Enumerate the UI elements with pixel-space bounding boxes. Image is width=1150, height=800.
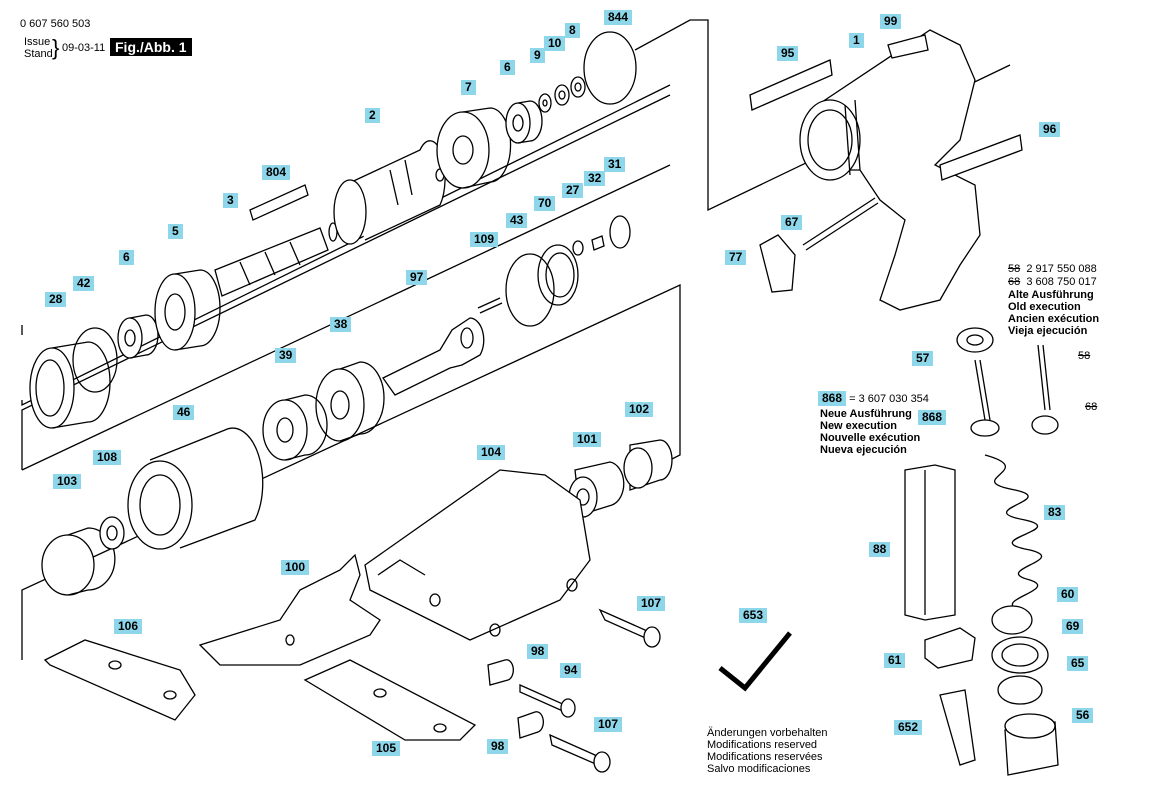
part-tag-6b: 6 — [119, 250, 134, 265]
part-tag-7: 7 — [461, 80, 476, 95]
part-tag-6: 6 — [500, 60, 515, 75]
part-tag-844: 844 — [604, 10, 633, 25]
part-tag-868-callout: 868 — [918, 410, 947, 425]
figure-label: Fig./Abb. 1 — [110, 38, 192, 56]
part-tag-106: 106 — [114, 619, 143, 634]
part-tag-83: 83 — [1044, 505, 1066, 520]
old-exec-ref-68: 68 3 608 750 017 — [1008, 276, 1097, 288]
part-tag-97: 97 — [406, 270, 428, 285]
part-tag-5: 5 — [168, 224, 183, 239]
footer-fr: Modifications reservées — [707, 751, 823, 763]
old-exec-es: Vieja ejecución — [1008, 325, 1088, 337]
part-tag-108: 108 — [93, 450, 122, 465]
part-tag-95: 95 — [777, 46, 799, 61]
part-tag-98a: 98 — [527, 644, 549, 659]
rotor-assembly-art — [29, 31, 637, 429]
part-tag-46: 46 — [173, 405, 195, 420]
part-tag-804: 804 — [262, 165, 291, 180]
issue-label: Issue — [24, 36, 51, 48]
part-tag-31: 31 — [604, 157, 626, 172]
part-tag-653: 653 — [739, 608, 768, 623]
part-tag-61: 61 — [884, 653, 906, 668]
part-tag-105: 105 — [372, 741, 401, 756]
part-tag-56: 56 — [1072, 708, 1094, 723]
footer-de: Änderungen vorbehalten — [707, 727, 828, 739]
part-tag-103: 103 — [53, 474, 82, 489]
part-tag-67: 67 — [781, 215, 803, 230]
part-tag-70: 70 — [534, 196, 556, 211]
screws-art — [487, 608, 661, 773]
issue-date: 09-03-11 — [62, 42, 106, 54]
old-exec-ref-58: 58 2 917 550 088 — [1008, 263, 1097, 275]
part-tag-9: 9 — [530, 48, 545, 63]
part-ref-68: 68 — [1085, 401, 1098, 413]
part-tag-101: 101 — [573, 432, 602, 447]
part-tag-1: 1 — [849, 33, 864, 48]
new-exec-de: Neue Ausführung — [820, 408, 912, 420]
part-tag-27: 27 — [562, 183, 584, 198]
part-tag-39: 39 — [275, 348, 297, 363]
part-tag-98b: 98 — [487, 739, 509, 754]
part-tag-107a: 107 — [637, 596, 666, 611]
old-exec-en: Old execution — [1008, 301, 1081, 313]
part-tag-42: 42 — [73, 276, 95, 291]
part-tag-38: 38 — [330, 317, 352, 332]
head-housing-art — [364, 469, 591, 641]
part-ref-58: 58 — [1078, 350, 1091, 362]
part-tag-102: 102 — [625, 402, 654, 417]
part-tag-94: 94 — [560, 663, 582, 678]
footer-en: Modifications reserved — [707, 739, 818, 751]
new-exec-line: 868 = 3 607 030 354 — [818, 391, 929, 406]
part-tag-32: 32 — [584, 171, 606, 186]
part-tag-43: 43 — [506, 213, 528, 228]
part-tag-57: 57 — [912, 351, 934, 366]
part-tag-2: 2 — [365, 108, 380, 123]
part-tag-28: 28 — [45, 292, 67, 307]
valve-parts-art — [904, 327, 1059, 776]
part-tag-96: 96 — [1039, 122, 1061, 137]
stand-label: Stand — [24, 48, 53, 60]
part-tag-77: 77 — [725, 250, 747, 265]
part-tag-652: 652 — [894, 720, 923, 735]
blades-art — [43, 553, 477, 741]
hex-key-art — [718, 631, 792, 692]
brace-glyph: } — [52, 35, 60, 60]
part-tag-60: 60 — [1057, 587, 1079, 602]
part-tag-69: 69 — [1062, 619, 1084, 634]
part-tag-65: 65 — [1067, 656, 1089, 671]
part-tag-10: 10 — [544, 36, 566, 51]
part-tag-107b: 107 — [594, 717, 623, 732]
part-tag-99: 99 — [880, 14, 902, 29]
part-tag-3: 3 — [223, 193, 238, 208]
housing-front-art — [41, 427, 673, 596]
part-tag-100: 100 — [281, 560, 310, 575]
footer-es: Salvo modificaciones — [707, 763, 811, 775]
part-tag-104: 104 — [477, 445, 506, 460]
old-exec-de: Alte Ausführung — [1008, 289, 1094, 301]
spindle-assembly-art — [262, 215, 631, 461]
new-exec-es: Nueva ejecución — [820, 444, 907, 456]
new-exec-fr: Nouvelle exécution — [820, 432, 921, 444]
part-tag-109: 109 — [470, 232, 499, 247]
document-number: 0 607 560 503 — [20, 18, 91, 30]
new-exec-en: New execution — [820, 420, 898, 432]
old-exec-fr: Ancien exécution — [1008, 313, 1100, 325]
grip-housing-art — [749, 29, 1023, 311]
part-tag-868: 868 — [818, 391, 847, 406]
part-tag-88: 88 — [869, 542, 891, 557]
part-tag-8: 8 — [565, 23, 580, 38]
